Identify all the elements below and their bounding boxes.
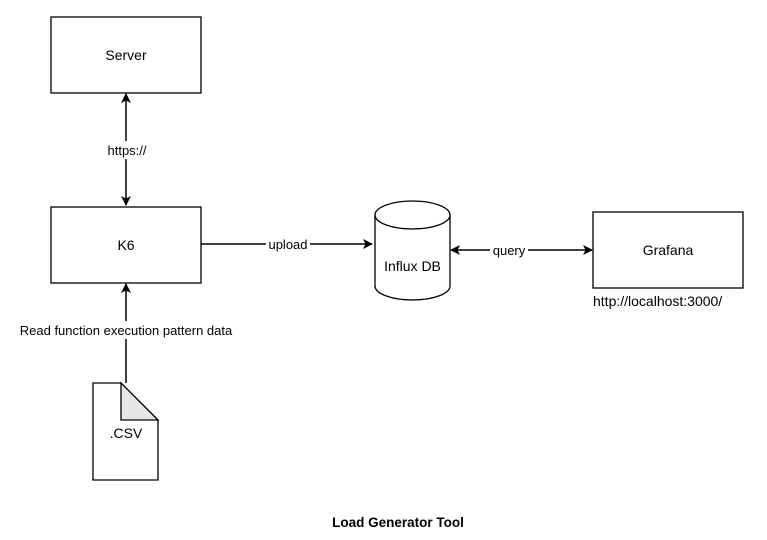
edge-label-bg-upload: [266, 235, 310, 253]
server-box: [50, 16, 202, 94]
grafana-box: [592, 211, 744, 289]
edge-label-https: https://: [107, 143, 146, 158]
edge-label-upload: upload: [268, 237, 307, 252]
edge-label-bg-read: [12, 321, 240, 339]
edge-label-query: query: [493, 243, 526, 258]
diagram-caption: Load Generator Tool: [332, 515, 464, 530]
k6-box: [50, 206, 202, 284]
grafana-url-label: http://localhost:3000/: [593, 293, 722, 309]
edge-label-bg-https: [104, 141, 150, 159]
influx-db-cylinder-top: [374, 200, 451, 230]
grafana-node: Grafana http://localhost:3000/: [592, 211, 744, 309]
csv-label: .CSV: [110, 425, 143, 441]
grafana-label: Grafana: [643, 242, 694, 258]
edge-label-bg-query: [490, 241, 528, 259]
csv-document-fold: [120, 381, 160, 421]
k6-node: K6: [50, 206, 202, 284]
k6-label: K6: [117, 237, 134, 253]
influx-db-label: Influx DB: [384, 258, 441, 274]
influx-db-cylinder-body: [374, 214, 451, 301]
edge-label-read-pattern: Read function execution pattern data: [20, 323, 233, 338]
csv-document-node: .CSV: [92, 381, 160, 481]
server-label: Server: [105, 47, 147, 63]
influx-db-node: Influx DB: [374, 200, 451, 301]
server-node: Server: [50, 16, 202, 94]
